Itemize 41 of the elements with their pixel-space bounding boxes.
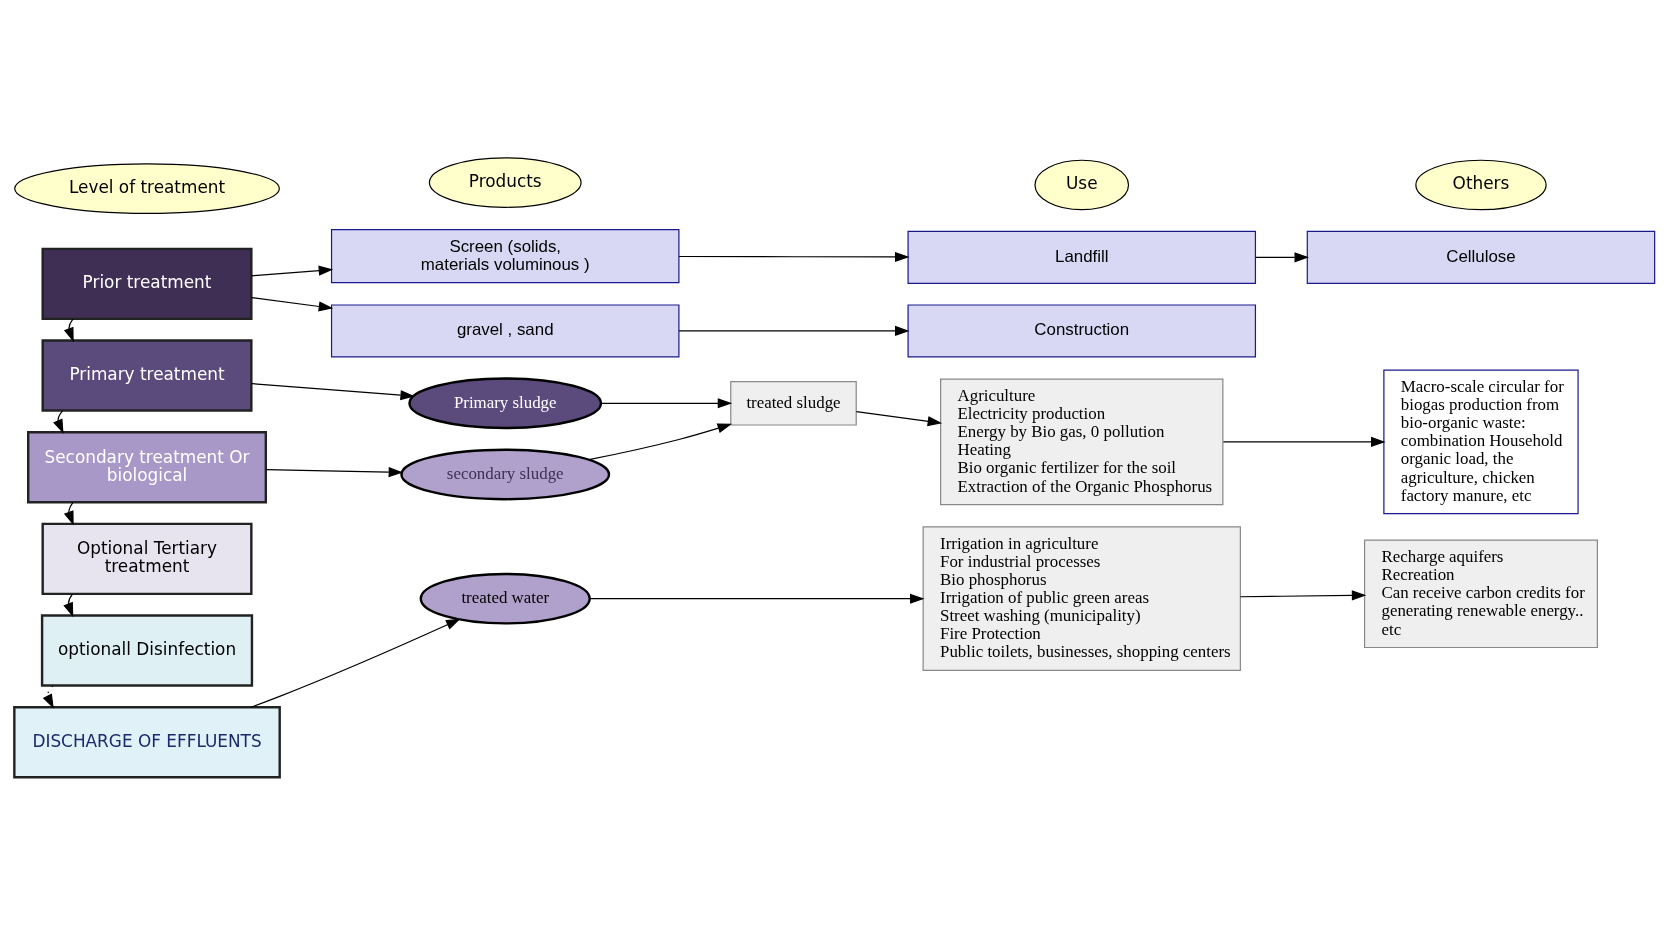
node-ellipse: Products <box>428 156 582 208</box>
node-box: Secondary treatment Or biological <box>26 430 267 503</box>
node-ellipse: treated water <box>419 572 591 625</box>
node-box: Recharge aquifers Recreation Can receive carbon credits for generating renewable energy.. etc <box>1363 539 1598 648</box>
node-box: Irrigation in agriculture For industrial processes Bio phosphorus Irrigation of public green areas Street washing (municipality) Fire Protection Public toilets, businesses, shopping centers <box>922 525 1241 671</box>
node-box: Screen (solids, materials voluminous ) <box>330 228 679 283</box>
arrow <box>63 501 74 525</box>
arrow <box>63 318 74 342</box>
node-box: Construction <box>906 303 1256 357</box>
arrow <box>588 593 925 604</box>
arrow <box>62 593 73 617</box>
node-box: Cellulose <box>1306 230 1655 284</box>
node-box: Macro-scale circular for biogas production from bio-organic waste: combination Household organic load, the agriculture, chicken factory manure, etc <box>1382 369 1579 514</box>
arrow <box>250 265 333 276</box>
arrow <box>250 382 415 400</box>
arrow <box>599 397 732 408</box>
arrow <box>855 410 942 426</box>
arrow <box>250 296 333 311</box>
node-box: optionall Disinfection <box>40 613 253 687</box>
node-box: DISCHARGE OF EFFLUENTS <box>12 705 281 778</box>
node-box: Landfill <box>906 230 1256 284</box>
arrow <box>265 466 403 477</box>
node-box: treated sludge <box>729 380 857 426</box>
arrow <box>250 618 461 708</box>
node-box: Primary treatment <box>41 338 253 412</box>
arrow <box>1239 589 1366 600</box>
arrow <box>1222 436 1385 447</box>
node-box: gravel , sand <box>330 303 679 357</box>
node-ellipse: Others <box>1414 159 1547 210</box>
node-box: Optional Tertiary treatment <box>41 522 253 595</box>
arrow <box>52 409 64 434</box>
node-ellipse: Primary sludge <box>407 376 602 429</box>
arrow <box>677 251 909 262</box>
arrow <box>677 325 909 336</box>
node-ellipse: secondary sludge <box>399 448 610 500</box>
node-box: Agriculture Electricity production Energy by Bio gas, 0 pollution Heating Bio organic fertilizer for the soil Extraction of the Organic Phosphorus <box>939 378 1223 505</box>
arrow <box>1254 251 1309 262</box>
node-box: Prior treatment <box>41 247 253 320</box>
arrow <box>587 422 732 460</box>
node-ellipse: Use <box>1033 159 1129 210</box>
node-ellipse: Level of treatment <box>13 162 280 214</box>
